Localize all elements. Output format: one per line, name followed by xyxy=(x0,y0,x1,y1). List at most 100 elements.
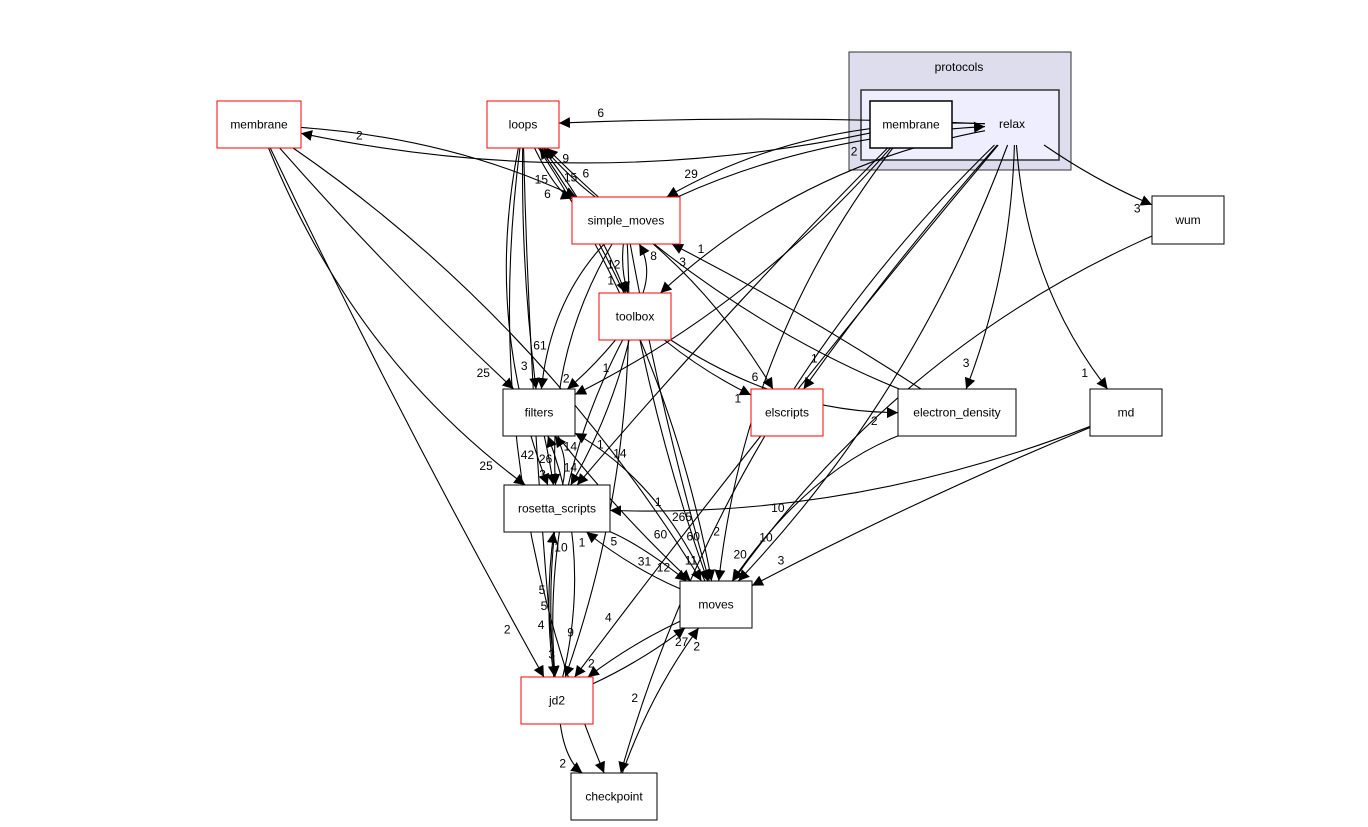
edge-weight-label[interactable]: 15 xyxy=(564,171,578,185)
edge-rosetta_scripts-to-moves[interactable] xyxy=(609,531,687,582)
edge-md-to-moves[interactable] xyxy=(751,426,1091,587)
node-loops[interactable]: loops xyxy=(486,100,560,149)
edge-moves-to-rosetta_scripts[interactable] xyxy=(586,531,681,590)
node-moves[interactable]: moves xyxy=(679,580,753,629)
edge-weight-label[interactable]: 60 xyxy=(654,527,668,541)
edge-wum-to-moves[interactable] xyxy=(732,235,1153,582)
edge-simple_moves-to-elscripts[interactable] xyxy=(652,243,774,390)
node-elscripts[interactable]: elscripts xyxy=(750,388,824,437)
edge-weight-label[interactable]: 25 xyxy=(479,459,493,473)
edge-weight-label[interactable]: 265 xyxy=(672,510,692,524)
edge-relax-to-moves[interactable] xyxy=(737,144,1009,582)
edge-weight-label[interactable]: 2 xyxy=(563,371,570,385)
node-rosetta-scripts[interactable]: rosetta_scripts xyxy=(503,484,611,533)
edge-toolbox-to-simple_moves[interactable] xyxy=(638,243,650,294)
edge-weight-label[interactable]: 25 xyxy=(477,366,491,380)
edge-weight-label[interactable]: 20 xyxy=(733,548,747,562)
edge-weight-label[interactable]: 14 xyxy=(564,439,578,453)
node-electron-density[interactable]: electron_density xyxy=(897,388,1017,437)
edge-weight-label[interactable]: 2 xyxy=(851,144,858,158)
edge-md-to-rosetta_scripts[interactable] xyxy=(609,425,1091,517)
edge-weight-label[interactable]: 3 xyxy=(679,255,686,269)
edge-inner_membrane-to-membrane[interactable] xyxy=(300,130,871,164)
edge-simple_moves-to-rosetta_scripts[interactable] xyxy=(549,243,613,486)
edge-weight-label[interactable]: 10 xyxy=(771,501,785,515)
edge-relax-to-wum[interactable] xyxy=(1043,144,1153,206)
edge-weight-label[interactable]: 12 xyxy=(607,258,621,272)
node-membrane[interactable]: membrane xyxy=(216,100,302,149)
edge-loops-to-filters[interactable] xyxy=(521,147,541,390)
edge-weight-label[interactable]: 9 xyxy=(567,625,574,639)
edge-weight-label[interactable]: 9 xyxy=(562,152,569,166)
edge-weight-label[interactable]: 6 xyxy=(544,187,551,201)
edge-weight-label[interactable]: 1 xyxy=(811,352,818,366)
edge-weight-label[interactable]: 2 xyxy=(693,639,700,653)
edge-weight-label[interactable]: 4 xyxy=(538,618,545,632)
edge-toolbox-to-filters[interactable] xyxy=(566,339,616,390)
edge-weight-label[interactable]: 6 xyxy=(752,370,759,384)
edge-weight-label[interactable]: 31 xyxy=(638,554,652,568)
edge-membrane-to-rosetta_scripts[interactable] xyxy=(268,147,526,486)
edge-relax-to-elscripts[interactable] xyxy=(803,144,998,390)
edge-membrane-to-jd2[interactable] xyxy=(269,147,545,678)
edge-filters-to-moves[interactable] xyxy=(557,435,692,582)
edge-weight-label[interactable]: 14 xyxy=(564,460,578,474)
edge-loops-to-rosetta_scripts[interactable] xyxy=(505,147,549,486)
edge-checkpoint-to-moves[interactable] xyxy=(621,627,700,774)
edge-moves-to-jd2[interactable] xyxy=(587,620,681,678)
edge-weight-label[interactable]: 1 xyxy=(579,535,586,549)
edge-electron_density-to-moves[interactable] xyxy=(731,435,899,582)
edge-weight-label[interactable]: 5 xyxy=(539,583,546,597)
node-jd2[interactable]: jd2 xyxy=(520,676,594,725)
edge-weight-label[interactable]: 10 xyxy=(554,541,568,555)
edge-weight-label[interactable]: 6 xyxy=(597,106,604,120)
edge-weight-label[interactable]: 42 xyxy=(521,448,535,462)
edge-relax-to-md[interactable] xyxy=(1015,144,1109,390)
edge-weight-label[interactable]: 5 xyxy=(541,599,548,613)
edge-weight-label[interactable]: 6 xyxy=(582,167,589,181)
edge-weight-label[interactable]: 8 xyxy=(650,249,657,263)
edge-membrane-to-filters[interactable] xyxy=(279,147,515,390)
edge-electron_density-to-simple_moves[interactable] xyxy=(671,243,922,390)
node-toolbox[interactable]: toolbox xyxy=(598,292,672,341)
edge-weight-label[interactable]: 3 xyxy=(521,359,528,373)
node-simple-moves[interactable]: simple_moves xyxy=(571,196,681,245)
node-wum[interactable]: wum xyxy=(1151,195,1225,245)
edge-simple_moves-to-filters[interactable] xyxy=(537,243,605,390)
edge-rosetta_scripts-to-filters[interactable] xyxy=(554,435,566,486)
edge-inner_membrane-to-filters[interactable] xyxy=(574,147,891,395)
edge-electron_density-to-loops[interactable] xyxy=(546,147,900,390)
edge-weight-label[interactable]: 61 xyxy=(533,338,547,352)
edge-weight-label[interactable]: 2 xyxy=(871,414,878,428)
edge-filters-to-rosetta_scripts[interactable] xyxy=(543,435,558,486)
edge-weight-label[interactable]: 14 xyxy=(613,446,627,460)
relax-cluster-label[interactable]: relax xyxy=(999,117,1025,131)
edge-moves-to-filters[interactable] xyxy=(574,432,706,582)
edge-weight-label[interactable]: 2 xyxy=(559,757,566,771)
node-inner-membrane[interactable]: membrane xyxy=(869,100,953,149)
edge-weight-label[interactable]: 3 xyxy=(548,648,555,662)
edge-weight-label[interactable]: 10 xyxy=(759,530,773,544)
edge-weight-label[interactable]: 2 xyxy=(631,691,638,705)
edge-weight-label[interactable]: 1 xyxy=(735,392,742,406)
edge-weight-label[interactable]: 5 xyxy=(610,534,617,548)
edge-rosetta_scripts-to-jd2[interactable] xyxy=(547,531,559,678)
edge-toolbox-to-moves[interactable] xyxy=(639,339,710,582)
edge-weight-label[interactable]: 26 xyxy=(539,452,553,466)
edge-weight-label[interactable]: 1 xyxy=(698,242,705,256)
edge-simple_moves-to-toolbox[interactable] xyxy=(619,243,630,294)
edge-weight-label[interactable]: 3 xyxy=(963,356,970,370)
edge-weight-label[interactable]: 2 xyxy=(713,525,720,539)
edge-jd2-to-checkpoint[interactable] xyxy=(559,723,583,774)
node-filters[interactable]: filters xyxy=(502,388,576,437)
edge-weight-label[interactable]: 2 xyxy=(356,128,363,142)
edge-jd2-to-moves[interactable] xyxy=(592,627,686,685)
edge-jd2-to-filters[interactable] xyxy=(546,435,576,678)
edge-weight-label[interactable]: 1 xyxy=(597,437,604,451)
node-checkpoint[interactable]: checkpoint xyxy=(570,772,658,821)
edge-toolbox-to-rosetta_scripts[interactable] xyxy=(570,339,630,486)
edge-weight-label[interactable]: 29 xyxy=(684,167,698,181)
node-md[interactable]: md xyxy=(1089,388,1163,437)
edge-weight-label[interactable]: 27 xyxy=(675,635,689,649)
edge-weight-label[interactable]: 2 xyxy=(588,656,595,670)
